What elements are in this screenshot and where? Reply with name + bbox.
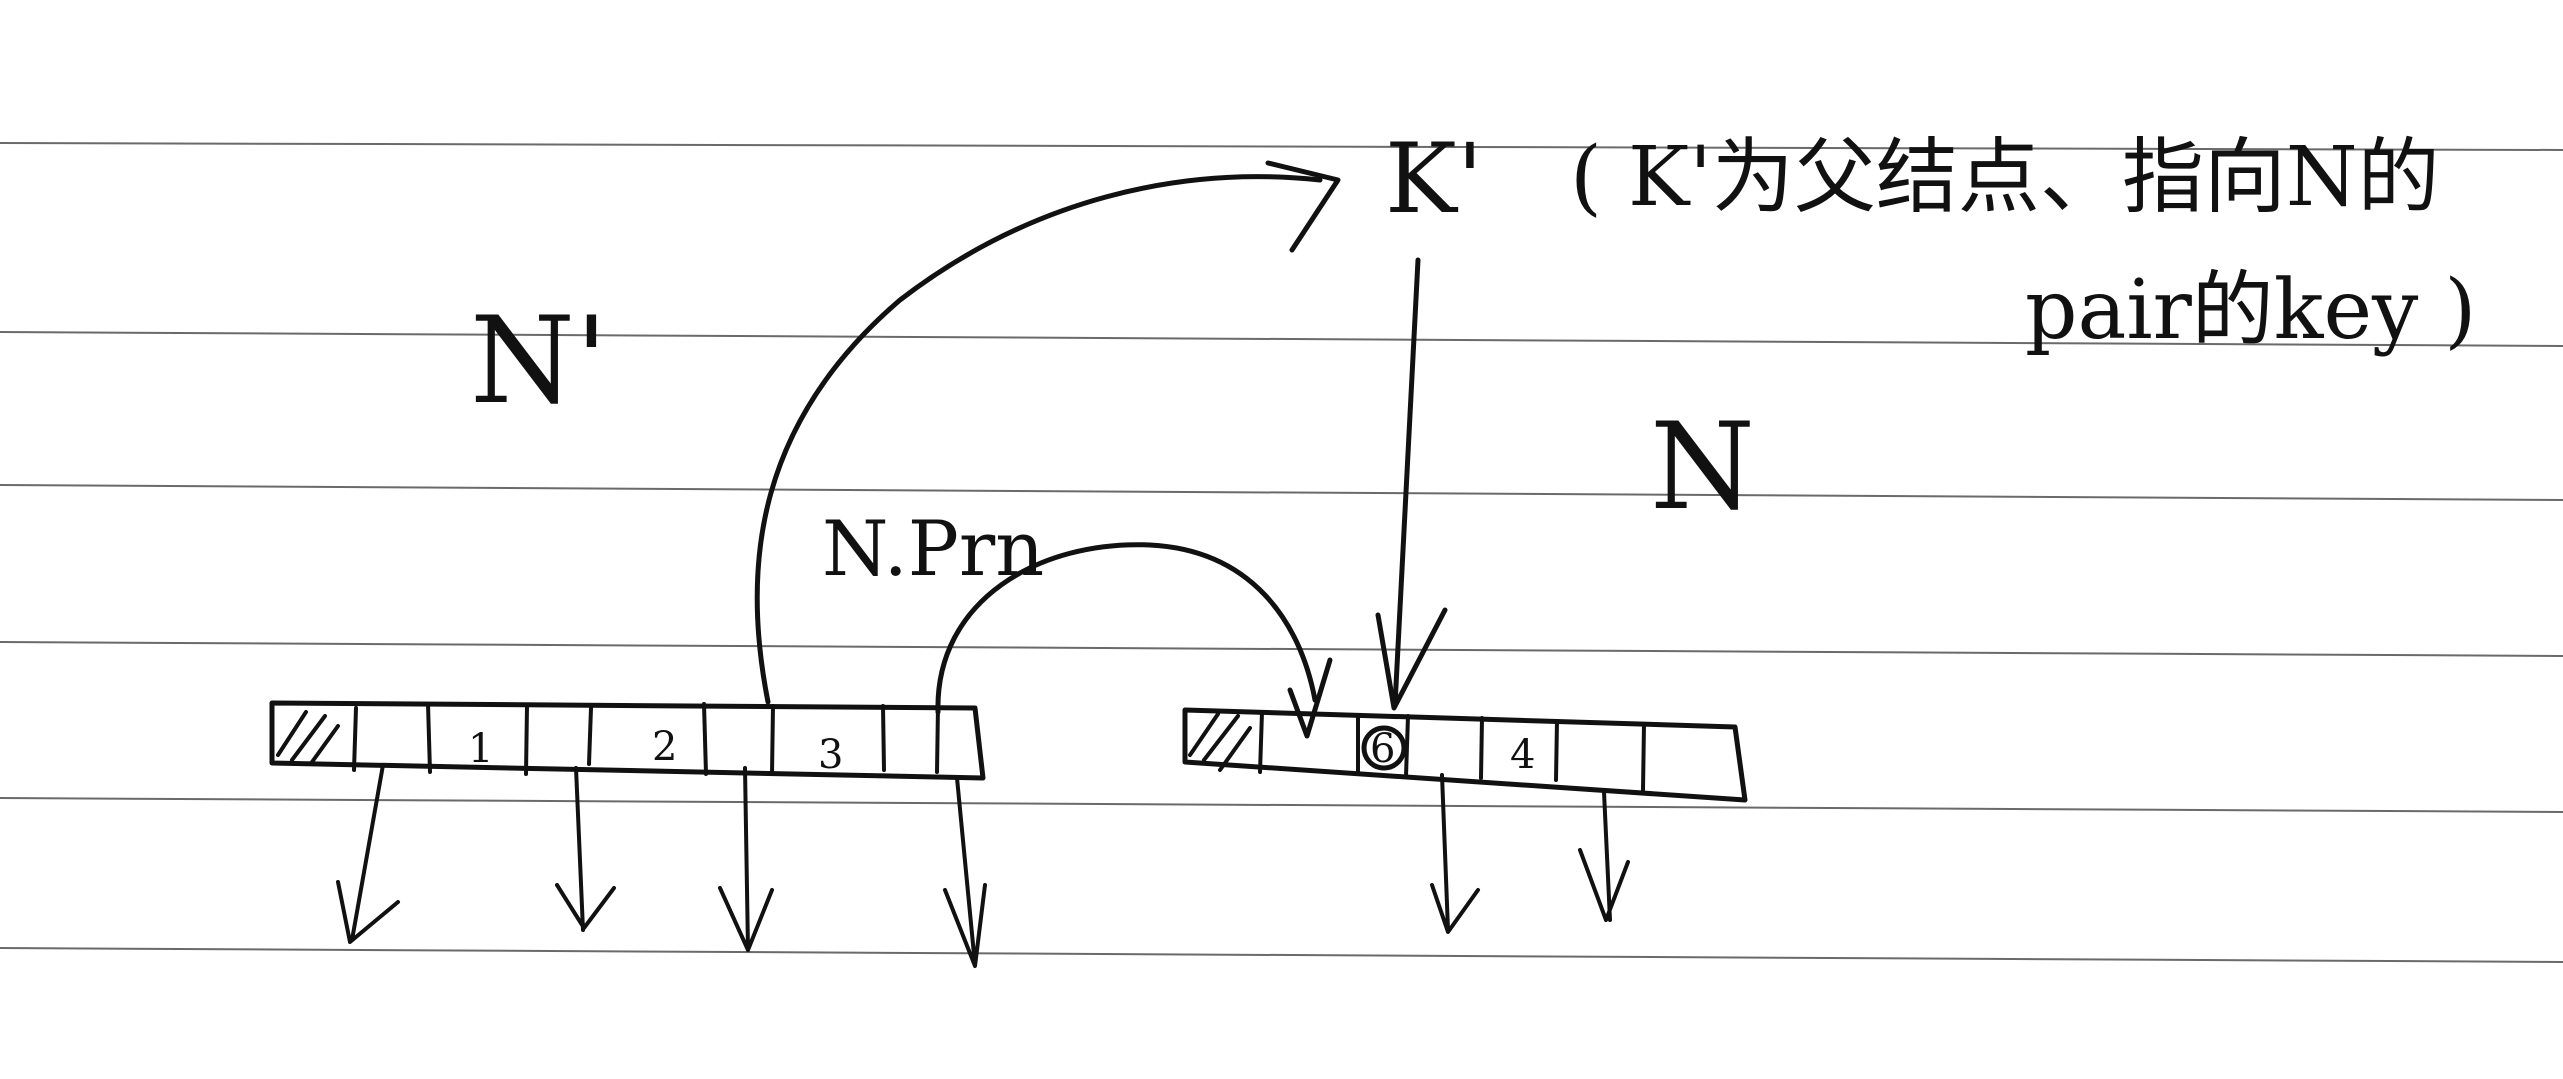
key-cell: 2	[652, 724, 677, 770]
child-pointer-arrow	[943, 776, 987, 968]
cell-divider	[1258, 710, 1264, 774]
child-pointer-arrow	[1578, 790, 1630, 922]
key-cell: 1	[468, 726, 493, 772]
arrowhead	[1265, 160, 1341, 253]
k-prime-to-n-arrow	[1392, 257, 1421, 708]
key-cell: 6	[1370, 726, 1395, 772]
cell-divider	[1404, 714, 1410, 778]
cell-divider	[1641, 722, 1646, 792]
key-cell: 4	[1510, 732, 1535, 778]
label-n: N	[1650, 398, 1755, 537]
right-node: 6 4	[1182, 707, 1748, 934]
parent-key-arrow	[754, 174, 1323, 705]
rule-line	[0, 331, 2563, 347]
rule-line	[0, 797, 2563, 813]
cell-divider	[881, 704, 886, 772]
rule-line	[0, 947, 2563, 963]
cell-divider	[352, 706, 358, 772]
ruled-lines	[0, 142, 2563, 963]
hatched-cell	[276, 710, 340, 764]
cell-divider	[702, 702, 708, 776]
annotation-line-1: ( K'为父结点、指向N的	[1570, 130, 2440, 225]
cell-divider	[1554, 719, 1559, 782]
label-n-prime: N'	[470, 292, 608, 431]
cell-divider	[770, 704, 775, 776]
left-node: 1 2 3	[269, 700, 987, 968]
rule-line	[0, 641, 2563, 657]
cell-divider	[1479, 716, 1484, 780]
cell-divider	[426, 702, 432, 774]
label-k-prime: K'	[1385, 123, 1483, 235]
rule-line	[0, 484, 2563, 501]
child-pointer-arrow	[1430, 773, 1480, 934]
cell-divider	[587, 706, 593, 766]
child-pointer-arrow	[336, 763, 400, 944]
hatched-cell	[1188, 712, 1252, 772]
sibling-pointer-arrow	[935, 542, 1318, 715]
key-cell: 3	[818, 732, 843, 778]
cell-divider	[524, 704, 529, 776]
scribbled-key	[1361, 725, 1407, 771]
left-node-outline	[269, 700, 986, 781]
cell-divider	[935, 704, 940, 774]
arrowhead	[1287, 657, 1333, 739]
annotation-line-2: pair的key )	[2025, 263, 2476, 358]
child-pointer-arrow	[555, 766, 616, 932]
arrowhead	[1375, 607, 1448, 711]
right-node-outline	[1182, 707, 1748, 803]
rule-line	[0, 142, 2563, 151]
child-pointer-arrow	[718, 766, 774, 952]
